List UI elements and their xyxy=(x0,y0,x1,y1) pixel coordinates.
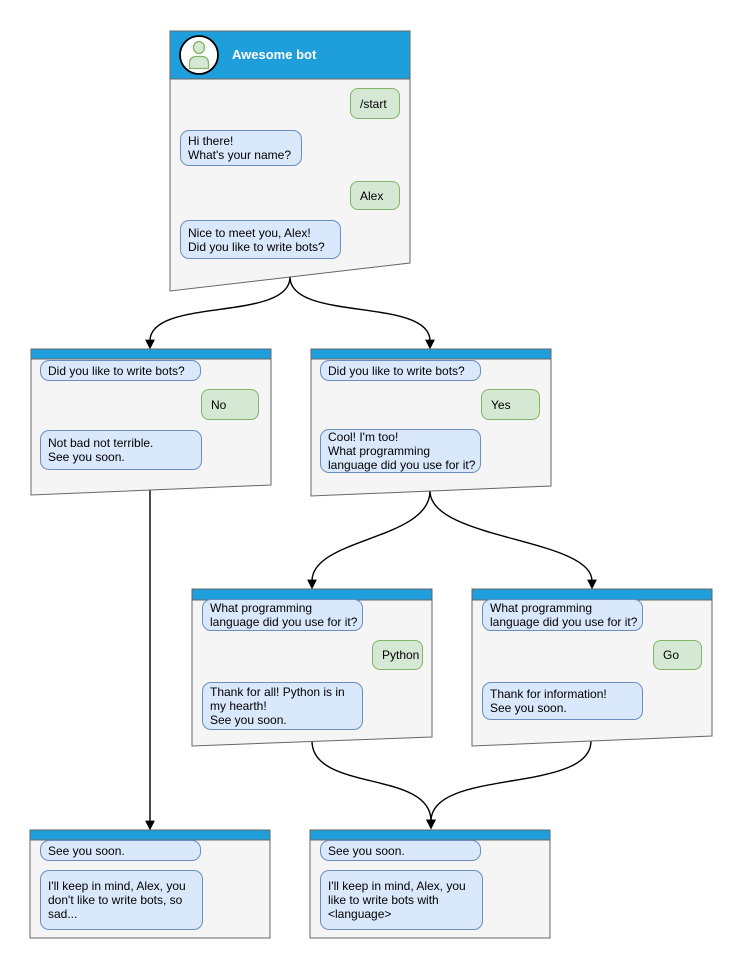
connector-start-to-no-branch xyxy=(145,276,291,350)
chat-window-end-yes-header-bar xyxy=(309,829,551,841)
bot-message-bubble: Not bad not terrible. See you soon. xyxy=(40,430,202,470)
bot-message-bubble: Thank for all! Python is in my hearth! S… xyxy=(202,682,363,730)
chat-window-end-no-header-bar xyxy=(29,829,271,841)
user-message-bubble: Alex xyxy=(350,181,400,210)
bot-avatar xyxy=(179,35,219,75)
user-message-bubble: Yes xyxy=(481,389,540,420)
user-message-bubble: /start xyxy=(350,88,400,119)
bot-message-bubble: I'll keep in mind, Alex, you don't like … xyxy=(40,870,203,930)
connector-yes-to-go xyxy=(429,490,597,590)
person-icon xyxy=(192,40,206,55)
chat-window-no-header-bar xyxy=(30,348,272,360)
bot-message-bubble: See you soon. xyxy=(320,840,481,861)
bot-message-bubble: I'll keep in mind, Alex, you like to wri… xyxy=(320,870,483,930)
chat-window-yes-header-bar xyxy=(310,348,552,360)
bot-message-bubble: See you soon. xyxy=(40,840,201,861)
bot-message-bubble: Cool! I'm too! What programming language… xyxy=(320,429,481,473)
user-message-bubble: No xyxy=(201,389,259,420)
bot-message-bubble: What programming language did you use fo… xyxy=(202,599,363,631)
bot-message-bubble: Thank for information! See you soon. xyxy=(482,682,643,720)
bot-message-bubble: Hi there! What's your name? xyxy=(180,130,302,166)
bot-message-bubble: Nice to meet you, Alex! Did you like to … xyxy=(180,220,341,259)
bot-message-bubble: Did you like to write bots? xyxy=(40,360,201,381)
chat-window-title: Awesome bot xyxy=(232,47,317,62)
connector-start-to-yes-branch xyxy=(289,276,435,350)
connector-go-to-end xyxy=(426,740,592,830)
bot-message-bubble: Did you like to write bots? xyxy=(320,360,481,381)
bot-message-bubble: What programming language did you use fo… xyxy=(482,599,643,631)
connector-python-to-end xyxy=(311,740,436,830)
connector-yes-to-python xyxy=(307,490,431,590)
user-message-bubble: Python xyxy=(372,640,423,670)
user-message-bubble: Go xyxy=(653,640,702,670)
